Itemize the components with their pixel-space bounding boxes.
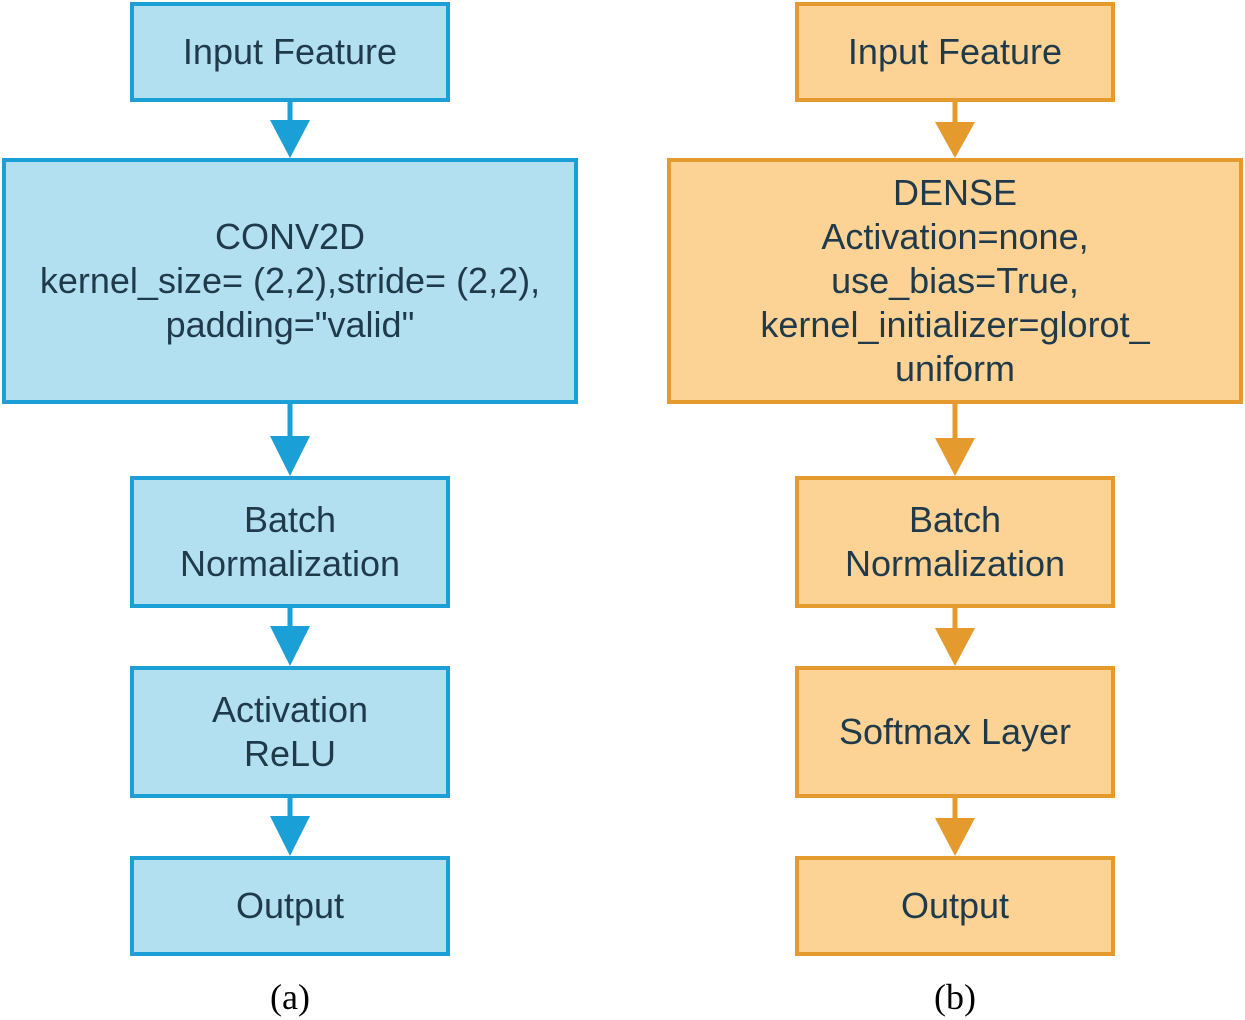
b-dense-uniform: uniform (894, 348, 1016, 389)
arrow-a-input-to-conv (270, 101, 310, 158)
caption-a: (a) (270, 977, 310, 1017)
b-dense-title: DENSE (892, 172, 1018, 213)
arrows-b (935, 101, 975, 856)
b-dense-use-bias: use_bias=True, (831, 260, 1079, 301)
b-batch-normalization-box: Batch Normalization (795, 476, 1115, 608)
b-output-box: Output (795, 856, 1115, 956)
a-output-box: Output (130, 856, 450, 956)
arrow-a-bn-to-act (270, 607, 310, 666)
a-input-feature-label: Input Feature (182, 31, 398, 72)
b-dense-activation: Activation=none, (821, 216, 1089, 257)
a-activation-label: Activation (211, 689, 369, 730)
a-batch-normalization-line2: Normalization (179, 543, 401, 584)
b-dense-box: DENSE Activation=none, use_bias=True, ke… (667, 158, 1243, 404)
arrow-a-act-to-output (270, 797, 310, 856)
arrow-b-bn-to-softmax (935, 607, 975, 666)
b-input-feature-box: Input Feature (795, 2, 1115, 102)
a-input-feature-box: Input Feature (130, 2, 450, 102)
a-batch-normalization-line1: Batch (243, 499, 337, 540)
b-input-feature-label: Input Feature (847, 31, 1063, 72)
b-output-label: Output (900, 885, 1010, 926)
a-conv2d-padding: padding="valid" (165, 304, 415, 345)
arrow-b-softmax-to-output (935, 797, 975, 856)
a-conv2d-title: CONV2D (214, 216, 365, 257)
caption-b: (b) (934, 977, 976, 1017)
arrow-b-dense-to-bn (935, 403, 975, 476)
a-conv2d-box: CONV2D kernel_size= (2,2),stride= (2,2),… (2, 158, 578, 404)
arrow-b-input-to-dense (935, 101, 975, 158)
a-activation-relu-box: Activation ReLU (130, 666, 450, 798)
a-output-label: Output (235, 885, 345, 926)
b-softmax-layer-box: Softmax Layer (795, 666, 1115, 798)
b-dense-kernel-initializer: kernel_initializer=glorot_ (760, 304, 1150, 345)
b-softmax-layer-label: Softmax Layer (838, 711, 1072, 752)
a-relu-label: ReLU (243, 733, 337, 774)
b-batch-normalization-line2: Normalization (844, 543, 1066, 584)
arrow-a-conv-to-bn (270, 403, 310, 476)
b-batch-normalization-line1: Batch (908, 499, 1002, 540)
arrows-a (270, 101, 310, 856)
a-batch-normalization-box: Batch Normalization (130, 476, 450, 608)
a-conv2d-kernel-stride: kernel_size= (2,2),stride= (2,2), (39, 260, 541, 301)
